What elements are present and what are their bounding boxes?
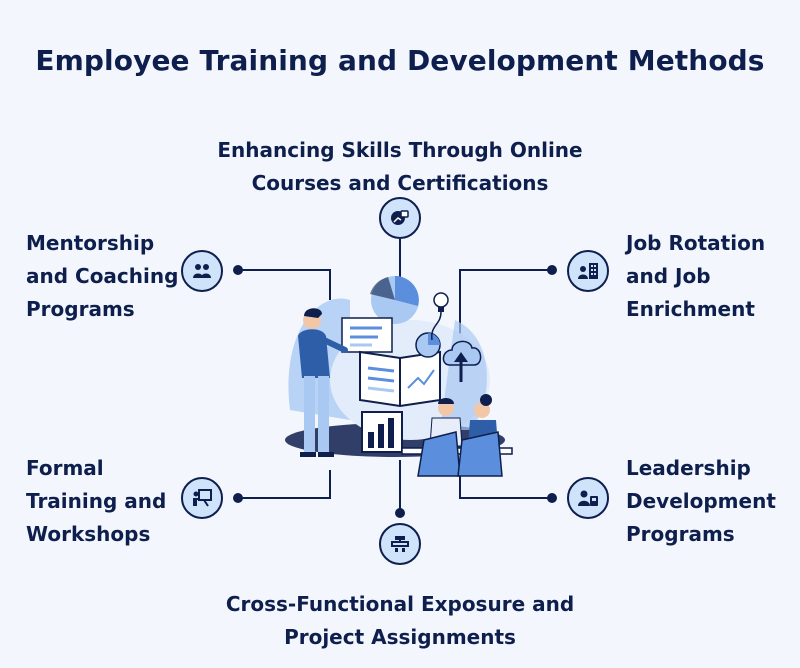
- label-line: Programs: [626, 522, 735, 546]
- label-line: Enrichment: [626, 297, 755, 321]
- method-label-leadership: Leadership Development Programs: [626, 452, 776, 551]
- online-learning-icon: [379, 197, 421, 239]
- organization-chart-icon: [567, 250, 609, 292]
- label-line: Cross-Functional Exposure and: [225, 592, 575, 616]
- presentation-board-icon: [181, 477, 223, 519]
- label-line: Workshops: [26, 522, 151, 546]
- label-line: Courses and Certifications: [251, 171, 549, 195]
- method-label-job-rotation: Job Rotation and Job Enrichment: [626, 227, 765, 326]
- method-label-mentorship: Mentorship and Coaching Programs: [26, 227, 178, 326]
- label-line: Mentorship: [26, 231, 155, 255]
- team-network-icon: [379, 523, 421, 565]
- label-line: and Job: [626, 264, 711, 288]
- label-line: Job Rotation: [626, 231, 766, 255]
- label-line: and Coaching: [26, 264, 179, 288]
- method-label-formal-training: Formal Training and Workshops: [26, 452, 166, 551]
- leader-profile-icon: [567, 477, 609, 519]
- label-line: Training and: [26, 489, 167, 513]
- label-line: Formal: [26, 456, 104, 480]
- page-title: Employee Training and Development Method…: [35, 44, 765, 77]
- method-label-online-courses: Enhancing Skills Through Online Courses …: [150, 134, 650, 200]
- label-line: Leadership: [626, 456, 751, 480]
- label-line: Project Assignments: [284, 625, 516, 649]
- label-line: Programs: [26, 297, 135, 321]
- label-line: Enhancing Skills Through Online: [217, 138, 583, 162]
- coaching-group-icon: [181, 250, 223, 292]
- method-label-cross-functional: Cross-Functional Exposure and Project As…: [150, 588, 650, 654]
- label-line: Development: [626, 489, 776, 513]
